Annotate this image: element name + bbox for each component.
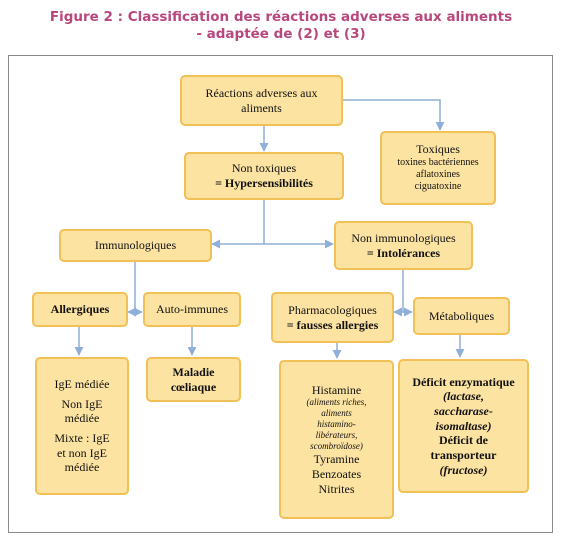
node-non-immunologiques-line-1: Non immunologiques bbox=[351, 230, 456, 245]
node-deficit-line-2: (lactase, bbox=[443, 389, 484, 404]
node-metaboliques-label: Métaboliques bbox=[428, 308, 495, 323]
node-deficit-line-4: isomaltase) bbox=[435, 418, 492, 433]
node-deficit-line-5: Déficit de bbox=[439, 433, 488, 448]
node-maladie-coeliaque: Maladie cœliaque bbox=[146, 357, 241, 402]
node-histamine-note-1: (aliments riches, bbox=[306, 397, 367, 408]
node-reactions-adverses-line-1: Réactions adverses aux bbox=[205, 85, 318, 100]
node-ige-item-3c: médiée bbox=[64, 460, 100, 475]
node-non-toxiques-line-1: Non toxiques bbox=[231, 161, 297, 176]
node-auto-immunes: Auto-immunes bbox=[143, 292, 241, 327]
node-histamine-note-4: libérateurs, bbox=[315, 430, 358, 441]
node-non-toxiques: Non toxiques = Hypersensibilités bbox=[184, 152, 344, 200]
node-ige-item-2b: médiée bbox=[64, 411, 100, 426]
node-toxiques-item-1: toxines bactériennes bbox=[397, 157, 479, 169]
node-allergiques-label: Allergiques bbox=[50, 302, 110, 317]
node-histamine-item-4: Nitrites bbox=[318, 481, 355, 496]
node-ige: IgE médiée Non IgE médiée Mixte : IgE et… bbox=[35, 357, 129, 495]
node-histamine-note-3: histamino- bbox=[317, 419, 356, 430]
node-deficit-line-3: saccharase- bbox=[434, 404, 493, 419]
node-immunologiques: Immunologiques bbox=[59, 229, 212, 262]
figure-title-line-2: - adaptée de (2) et (3) bbox=[196, 26, 366, 42]
node-metaboliques: Métaboliques bbox=[413, 297, 510, 335]
figure-title-line-1: Figure 2 : Classification des réactions … bbox=[49, 9, 513, 25]
node-non-immunologiques-line-2: = Intolérances bbox=[366, 245, 441, 260]
connector-root-toxiques bbox=[343, 99, 445, 131]
node-deficit: Déficit enzymatique (lactase, saccharase… bbox=[398, 359, 529, 493]
node-ige-item-1: IgE médiée bbox=[54, 377, 110, 392]
node-allergiques: Allergiques bbox=[32, 292, 128, 327]
node-toxiques: Toxiques toxines bactériennes aflatoxine… bbox=[380, 131, 496, 205]
node-histamine-item-3: Benzoates bbox=[311, 466, 362, 481]
diagram-frame bbox=[8, 55, 553, 533]
node-histamine-item-2: Tyramine bbox=[313, 452, 360, 467]
node-pharmacologiques: Pharmacologiques = fausses allergies bbox=[271, 292, 394, 343]
node-immunologiques-label: Immunologiques bbox=[94, 238, 177, 253]
node-toxiques-item-2: aflatoxines bbox=[416, 169, 460, 181]
node-reactions-adverses-line-2: aliments bbox=[241, 100, 282, 115]
node-ige-item-3a: Mixte : IgE bbox=[54, 431, 110, 445]
node-histamine: Histamine (aliments riches, aliments his… bbox=[279, 360, 394, 519]
node-deficit-line-6: transporteur bbox=[430, 447, 497, 462]
node-deficit-line-1: Déficit enzymatique bbox=[412, 374, 515, 389]
node-toxiques-title: Toxiques bbox=[416, 142, 460, 157]
node-pharmacologiques-line-2: = fausses allergies bbox=[286, 317, 379, 332]
node-toxiques-item-3: ciguatoxine bbox=[414, 181, 462, 193]
node-histamine-title: Histamine bbox=[311, 382, 362, 397]
node-ige-item-2a: Non IgE bbox=[61, 396, 103, 411]
node-histamine-note-2: aliments bbox=[321, 408, 352, 419]
node-reactions-adverses: Réactions adverses aux aliments bbox=[180, 75, 343, 126]
node-auto-immunes-label: Auto-immunes bbox=[156, 302, 228, 317]
node-maladie-line-2: cœliaque bbox=[170, 379, 217, 394]
node-pharmacologiques-line-1: Pharmacologiques bbox=[288, 302, 377, 317]
node-ige-item-3b: et non IgE bbox=[57, 445, 107, 460]
node-non-immunologiques: Non immunologiques = Intolérances bbox=[334, 221, 473, 270]
node-histamine-note-5: scombroïdose) bbox=[310, 441, 363, 452]
node-deficit-line-7: (fructose) bbox=[439, 462, 488, 477]
node-maladie-line-1: Maladie bbox=[172, 364, 215, 379]
node-non-toxiques-line-2: = Hypersensibilités bbox=[215, 176, 313, 190]
